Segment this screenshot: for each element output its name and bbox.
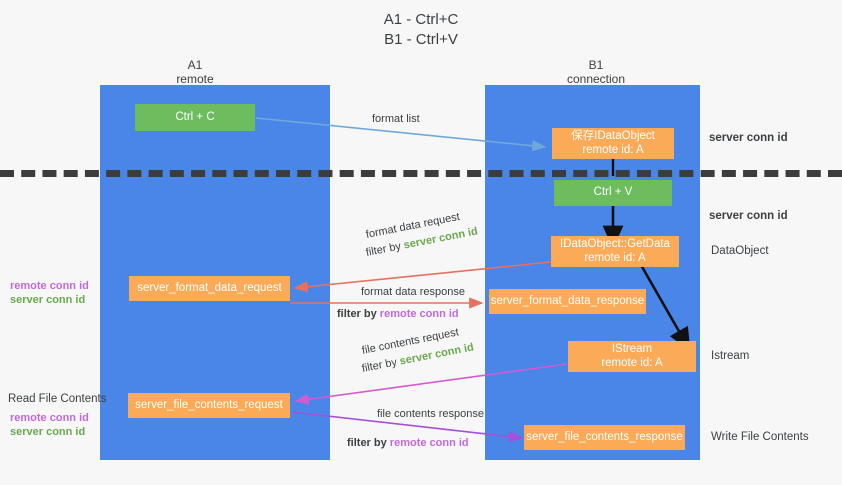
label-file-contents-response-line1: file contents response <box>377 408 485 420</box>
filter-value-remote-conn-id: remote conn id <box>389 437 469 449</box>
lane-header-a1: A1 remote <box>130 58 260 86</box>
box-server-format-data-response[interactable]: server_format_data_response <box>489 289 646 314</box>
filter-prefix: filter by <box>364 239 405 259</box>
box-save-idataobject-line1: 保存IDataObject <box>571 130 655 142</box>
lane-b1-name: B1 <box>588 58 604 72</box>
left-label-conn-pair-bottom: remote conn id server conn id <box>10 411 89 439</box>
box-istream-line2: remote id: A <box>601 356 663 369</box>
box-server-format-data-request[interactable]: server_format_data_request <box>129 276 290 301</box>
lane-header-b1: B1 connection <box>531 58 661 86</box>
label-format-data-response: format data response filter by remote co… <box>337 285 465 321</box>
label-file-contents-request: file contents request filter by server c… <box>360 326 476 376</box>
title-line-1: A1 - Ctrl+C <box>383 11 459 28</box>
box-save-idataobject-line2: remote id: A <box>582 143 644 156</box>
label-file-contents-response: file contents response filter by remote … <box>347 407 484 450</box>
box-server-file-contents-request[interactable]: server_file_contents_request <box>128 393 290 418</box>
filter-prefix: filter by <box>360 355 401 375</box>
lane-a1-name: A1 <box>187 58 203 72</box>
box-server-format-data-request-label: server_format_data_request <box>137 281 282 294</box>
box-ctrl-v-label: Ctrl + V <box>593 186 633 199</box>
lane-b1-sub: connection <box>566 72 626 86</box>
right-label-server-conn-id-top: server conn id <box>709 132 788 144</box>
filter-prefix: filter by <box>337 308 380 320</box>
filter-prefix: filter by <box>347 437 390 449</box>
left-label-server-conn-id-top: server conn id <box>10 294 86 306</box>
left-label-remote-conn-id-top: remote conn id <box>10 280 89 292</box>
box-server-format-data-response-label: server_format_data_response <box>490 294 645 307</box>
box-server-file-contents-request-label: server_file_contents_request <box>135 398 283 411</box>
lane-a1-sub: remote <box>176 72 214 86</box>
label-file-contents-response-filter: filter by remote conn id <box>347 436 484 450</box>
right-label-dataobject: DataObject <box>711 245 769 257</box>
box-istream-line1: IStream <box>611 343 653 355</box>
label-format-data-response-line1: format data response <box>361 286 465 298</box>
right-label-istream: Istream <box>711 350 750 362</box>
box-idataobject-getdata[interactable]: IDataObject::GetData remote id: A <box>551 236 679 267</box>
phase-divider <box>0 170 842 177</box>
label-format-list-text: format list <box>372 113 420 125</box>
box-server-file-contents-response-label: server_file_contents_response <box>526 430 683 443</box>
box-getdata-line1: IDataObject::GetData <box>560 238 670 250</box>
label-format-list: format list <box>372 112 420 126</box>
left-label-server-conn-id-bottom: server conn id <box>10 426 86 438</box>
filter-value-remote-conn-id: remote conn id <box>379 308 459 320</box>
title-line-2: B1 - Ctrl+V <box>384 31 458 48</box>
label-format-data-response-filter: filter by remote conn id <box>337 307 465 321</box>
left-label-conn-pair-top: remote conn id server conn id <box>10 279 89 307</box>
right-label-write-file-contents: Write File Contents <box>711 431 809 443</box>
label-format-data-request: format data request filter by server con… <box>364 211 480 260</box>
box-ctrl-c-label: Ctrl + C <box>175 110 215 123</box>
box-ctrl-v[interactable]: Ctrl + V <box>554 180 672 206</box>
box-ctrl-c[interactable]: Ctrl + C <box>135 104 255 131</box>
box-server-file-contents-response[interactable]: server_file_contents_response <box>524 425 685 450</box>
box-istream[interactable]: IStream remote id: A <box>568 341 696 372</box>
box-getdata-line2: remote id: A <box>584 251 646 264</box>
left-label-remote-conn-id-bottom: remote conn id <box>10 412 89 424</box>
left-label-read-file-contents: Read File Contents <box>8 393 107 405</box>
right-label-server-conn-id-mid: server conn id <box>709 210 788 222</box>
box-save-idataobject[interactable]: 保存IDataObject remote id: A <box>552 128 674 159</box>
page-title: A1 - Ctrl+C B1 - Ctrl+V <box>0 10 842 50</box>
